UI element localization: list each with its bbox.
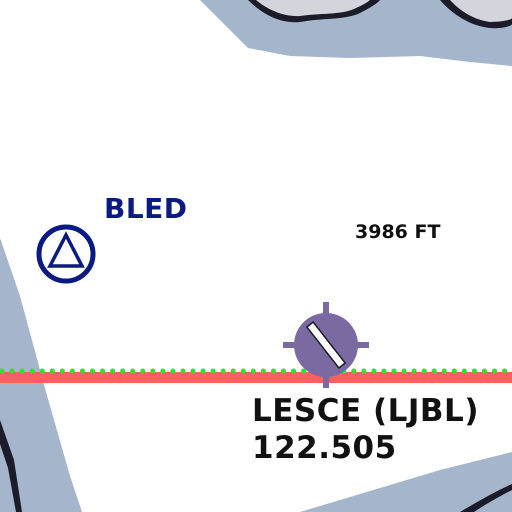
elevation-label: 3986 FT <box>355 221 441 243</box>
airfield-frequency-label: 122.505 <box>252 430 397 466</box>
terrain-south-east <box>300 452 512 512</box>
glider-airfield-icon <box>283 302 369 388</box>
terrain-north <box>200 0 512 66</box>
navaid-name-label: BLED <box>104 192 188 225</box>
airspace-boundary <box>0 368 512 383</box>
vor-triangle-circle-icon <box>36 224 96 284</box>
airfield-name-label: LESCE (LJBL) <box>252 393 479 429</box>
